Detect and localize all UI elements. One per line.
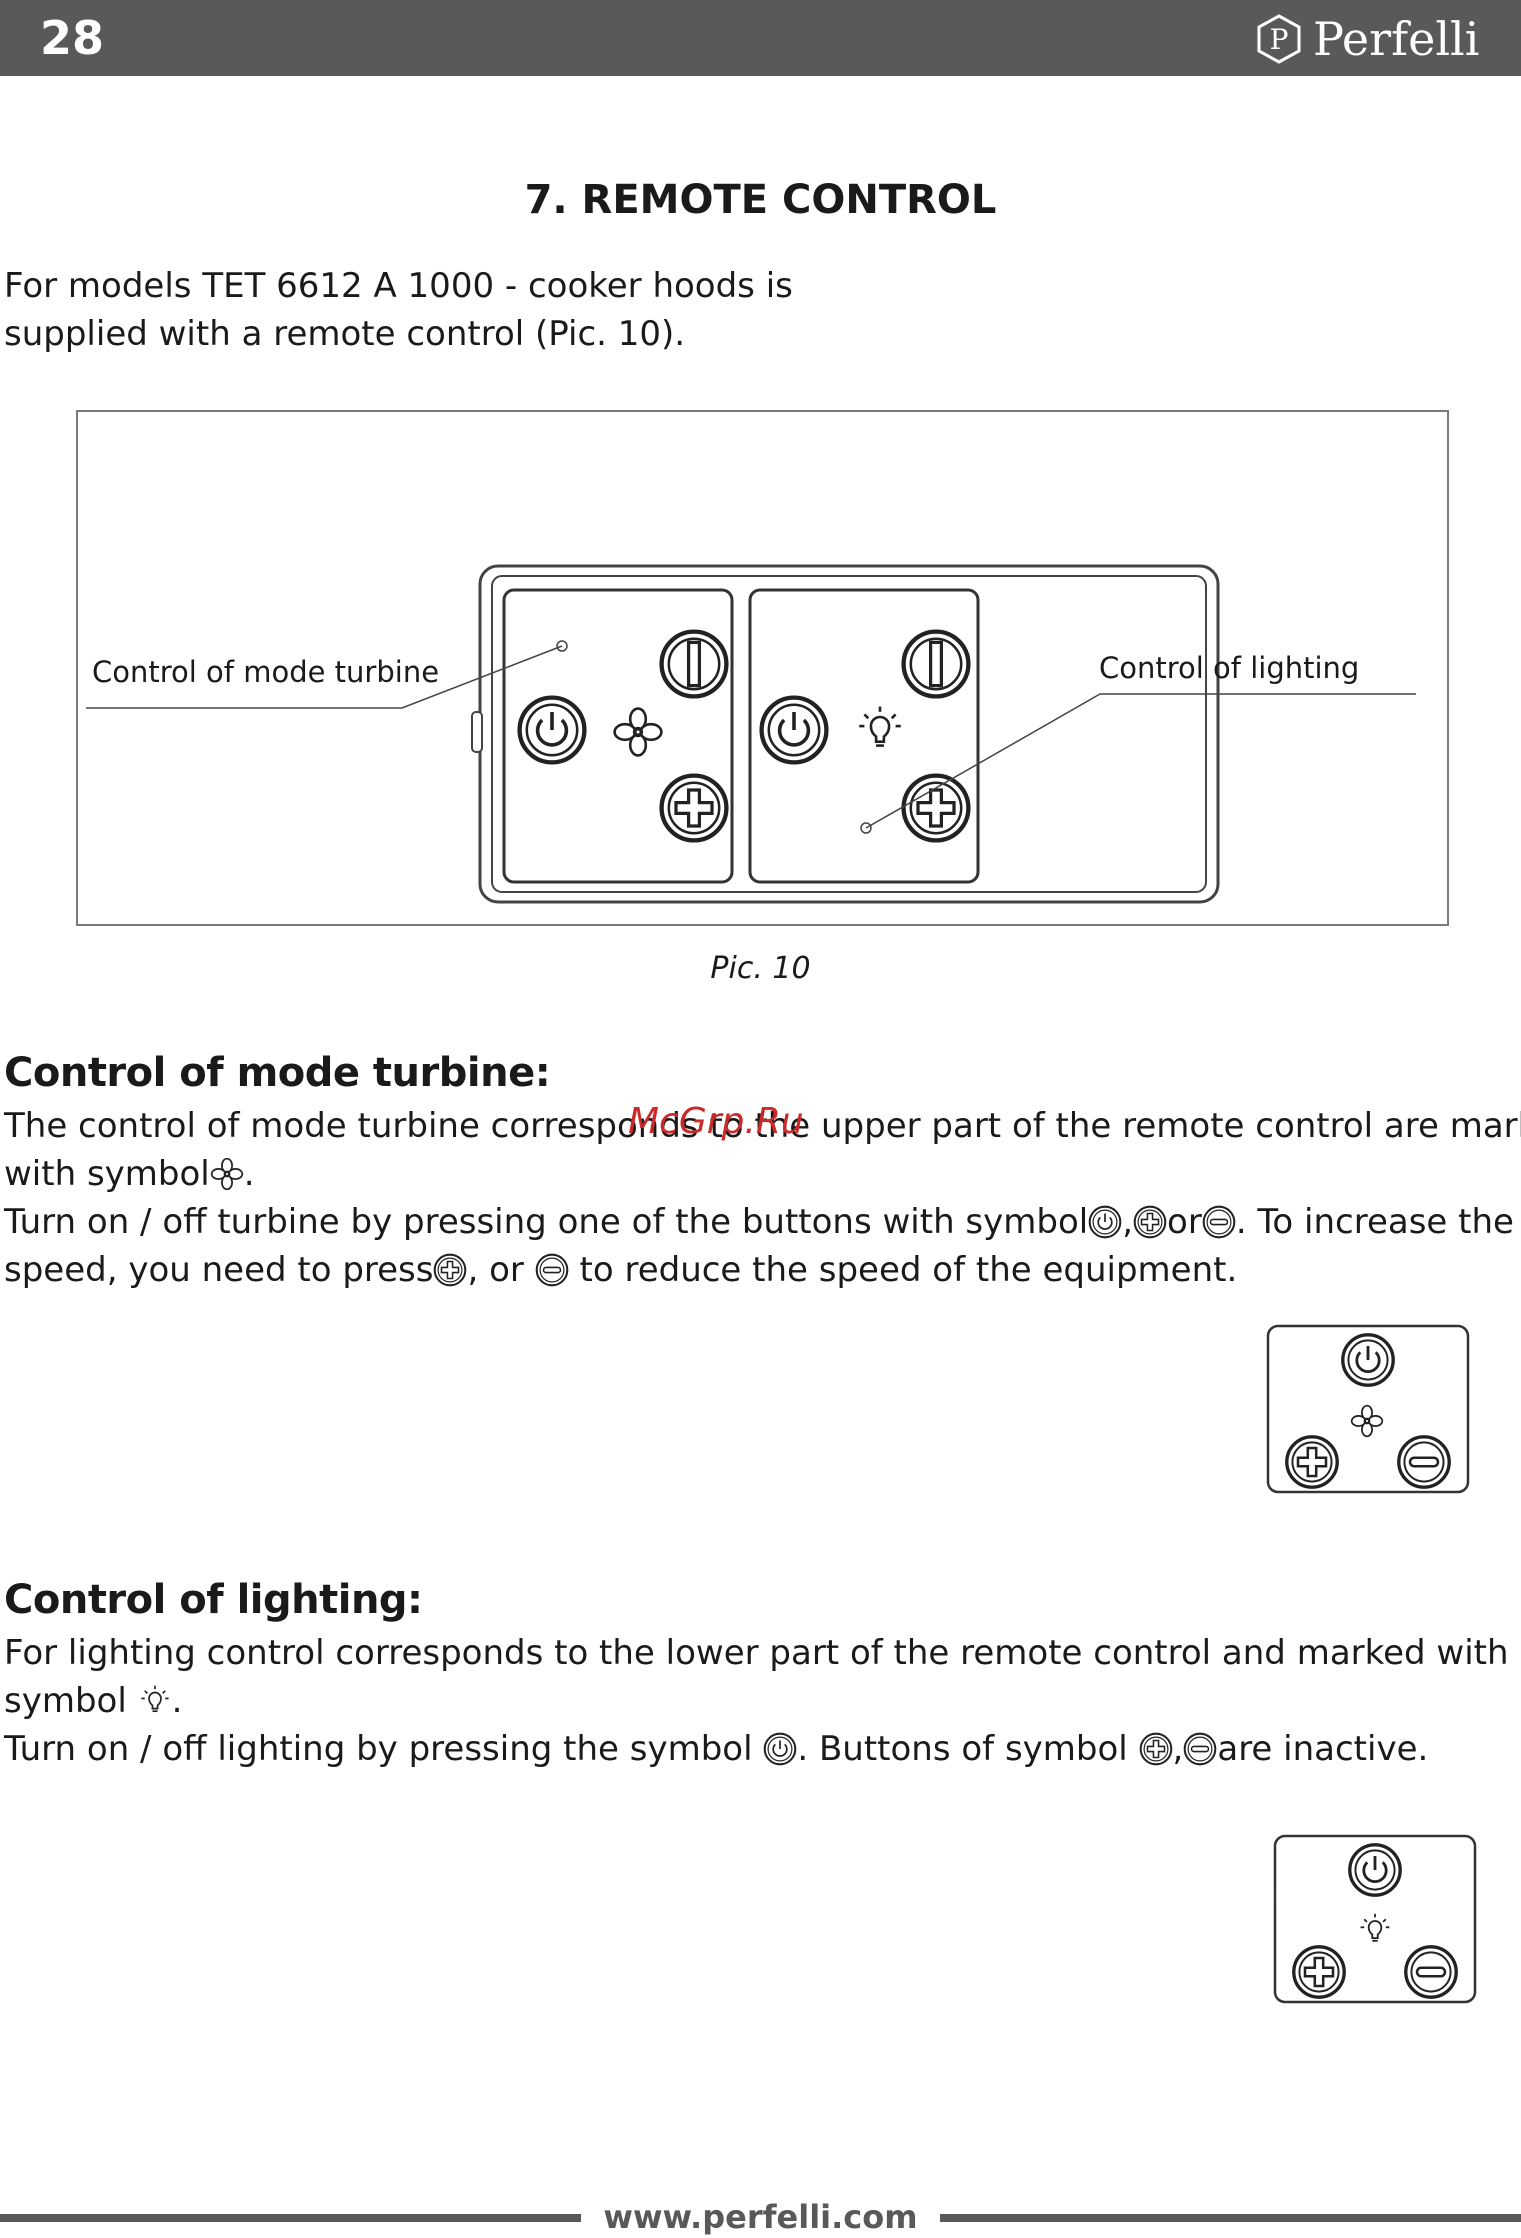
lighting-line-1: For lighting control corresponds to the … [4,1633,1509,1673]
lighting-leader-line [865,693,1416,829]
turbine-power-button-icon [520,698,585,763]
watermark: McGrp.Ru [628,1101,804,1142]
power-icon [1348,1843,1402,1897]
svg-text:P: P [1270,23,1289,56]
turbine-leader-line [86,645,563,709]
lighting-line-2: symbol . [4,1681,183,1721]
turbine-panel-illustration [1266,1324,1470,1494]
lighting-heading: Control of lighting: [4,1577,423,1623]
turbine-line-1: The control of mode turbine corresponds … [4,1106,1521,1146]
minus-icon [1397,1435,1451,1489]
plus-icon [1133,1205,1167,1239]
page-number: 28 [40,11,105,65]
plus-icon [1139,1732,1173,1766]
turbine-line-4: speed, you need to press, or to reduce t… [4,1250,1238,1290]
power-icon [763,1732,797,1766]
turbine-square-button-icon [662,632,727,697]
lighting-line-3: Turn on / off lighting by pressing the s… [4,1729,1429,1769]
section-title: 7. REMOTE CONTROL [524,177,997,223]
label-turbine: Control of mode turbine [92,655,440,689]
lighting-square-button-icon [904,632,969,697]
footer-line-right [926,2214,1521,2222]
plus-icon [1292,1945,1346,1999]
intro-line-1: For models TET 6612 A 1000 - cooker hood… [4,266,793,306]
minus-icon [1404,1945,1458,1999]
brand-name: Perfelli [1313,12,1480,66]
turbine-plus-button-icon [662,776,727,841]
remote-body-inner [491,575,1207,893]
plus-icon [1285,1435,1339,1489]
header-bar [0,0,1521,76]
turbine-heading: Control of mode turbine: [4,1050,551,1096]
power-icon [1088,1205,1122,1239]
fan-icon [210,1157,244,1191]
plus-icon [433,1253,467,1287]
lighting-panel-illustration [1273,1834,1477,2004]
label-lighting: Control of lighting [1099,651,1360,685]
remote-side-notch [471,711,483,753]
lighting-power-button-icon [762,698,827,763]
figure-caption: Pic. 10 [710,951,811,986]
lighting-plus-button-icon [904,776,969,841]
turbine-line-2: with symbol. [4,1154,255,1194]
remote-control-illustration [86,564,1416,904]
intro-line-2: supplied with a remote control (Pic. 10)… [4,314,686,354]
bulb-icon [138,1684,172,1718]
minus-icon [1183,1732,1217,1766]
power-icon [1341,1333,1395,1387]
brand-logo: P Perfelli [1255,12,1479,66]
minus-icon [1202,1205,1236,1239]
minus-icon [535,1253,569,1287]
logo-mark-icon: P [1257,14,1301,64]
footer-url[interactable]: www.perfelli.com [0,2196,1521,2238]
footer-line-left [0,2214,594,2222]
figure-frame [76,410,1449,926]
turbine-line-3: Turn on / off turbine by pressing one of… [4,1202,1514,1242]
